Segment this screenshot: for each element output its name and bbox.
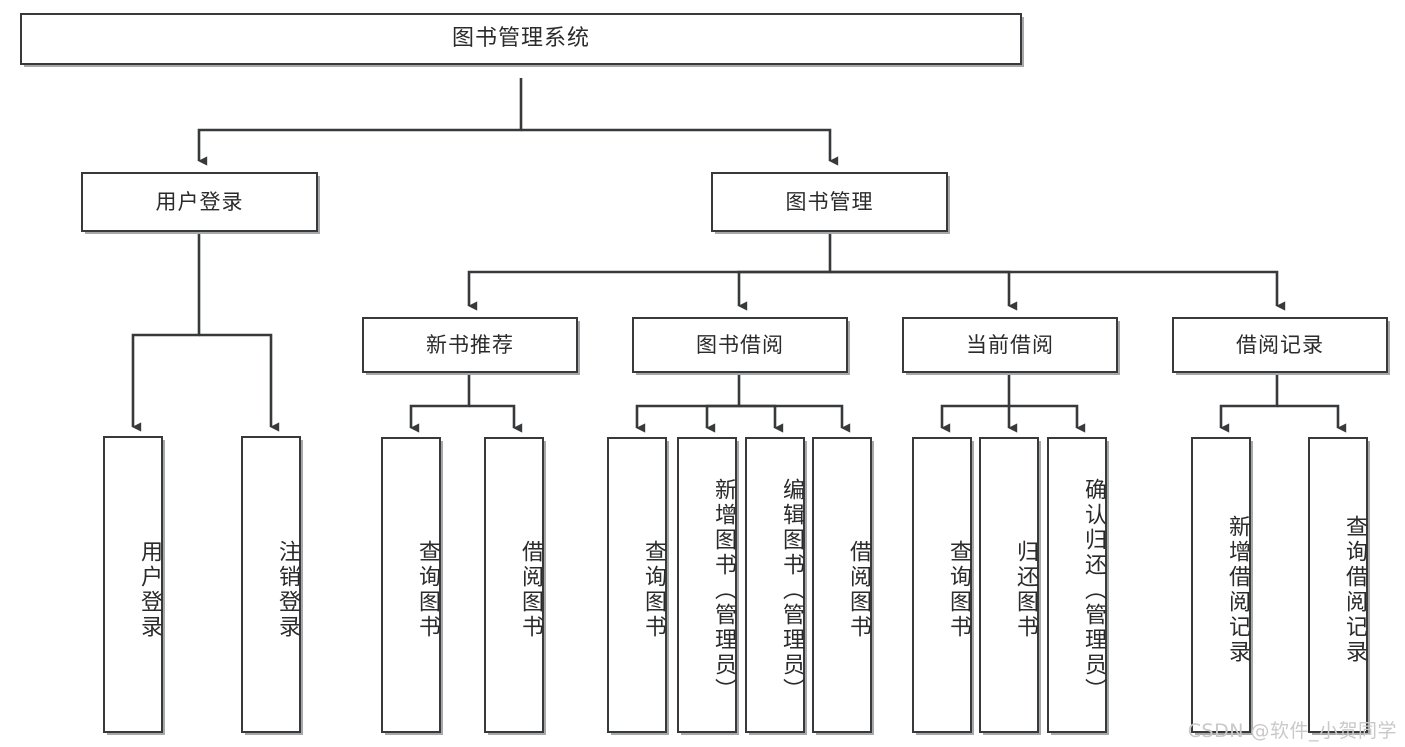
wire-borrow-to-leaf2 — [705, 404, 739, 433]
node-label: 查询借阅记录 — [1342, 515, 1367, 665]
node-label: 用户登录 — [155, 189, 244, 214]
node-label: 新书推荐 — [426, 332, 514, 357]
leaf-borrow-book-recommend[interactable]: 借阅图书 — [484, 437, 544, 733]
leaf-return-book[interactable]: 归还图书 — [979, 437, 1039, 733]
node-root-system[interactable]: 图书管理系统 — [20, 13, 1022, 65]
node-current-borrow[interactable]: 当前借阅 — [902, 317, 1118, 373]
node-new-book-recommend[interactable]: 新书推荐 — [362, 317, 578, 373]
node-label: 用户登录 — [137, 539, 162, 640]
leaf-user-login[interactable]: 用户登录 — [103, 436, 163, 733]
leaf-edit-book-admin[interactable]: 编辑图书（管理员） — [745, 437, 805, 733]
wire-newbook-to-leaf1 — [409, 375, 471, 433]
node-book-management[interactable]: 图书管理 — [711, 172, 948, 232]
wire-userlogin-to-leaf1 — [131, 234, 201, 432]
wire-borrow-to-leaf4 — [739, 404, 851, 433]
leaf-add-book-admin[interactable]: 新增图书（管理员） — [677, 437, 737, 733]
node-label: 查询图书 — [946, 540, 971, 640]
leaf-confirm-return-admin[interactable]: 确认归还（管理员） — [1047, 437, 1107, 733]
node-label: 借阅记录 — [1236, 332, 1324, 357]
node-borrow-record[interactable]: 借阅记录 — [1172, 317, 1388, 373]
csdn-watermark: CSDN @软件_小贺同学 — [1187, 720, 1397, 742]
node-label: 查询图书 — [641, 540, 666, 640]
wire-bookmgmt-to-new-book — [467, 234, 832, 311]
leaf-query-book-borrow[interactable]: 查询图书 — [607, 437, 667, 733]
node-label: 归还图书 — [1013, 540, 1038, 640]
node-label: 当前借阅 — [966, 332, 1054, 357]
node-label: 图书借阅 — [696, 332, 784, 357]
wire-bookmgmt-to-borrow — [737, 270, 830, 311]
leaf-query-book-recommend[interactable]: 查询图书 — [381, 437, 441, 733]
node-user-login[interactable]: 用户登录 — [81, 172, 318, 232]
wire-userlogin-to-leaf2 — [199, 333, 280, 432]
node-label: 编辑图书（管理员） — [779, 477, 804, 703]
wire-borrow-to-leaf1 — [635, 375, 741, 433]
wire-root-to-book-mgmt — [521, 128, 839, 166]
leaf-query-book-current[interactable]: 查询图书 — [912, 437, 972, 733]
node-label: 新增图书（管理员） — [711, 477, 736, 703]
node-label: 借阅图书 — [518, 540, 543, 640]
node-label: 图书管理系统 — [451, 26, 590, 52]
leaf-add-borrow-record[interactable]: 新增借阅记录 — [1191, 437, 1251, 733]
node-label: 图书管理 — [785, 189, 874, 214]
wire-root-to-user-login — [197, 78, 523, 166]
wire-bookmgmt-to-current — [830, 270, 1018, 311]
leaf-borrow-book[interactable]: 借阅图书 — [812, 437, 872, 733]
node-label: 确认归还（管理员） — [1081, 477, 1106, 703]
wire-bookmgmt-to-record — [830, 270, 1286, 311]
node-book-borrow[interactable]: 图书借阅 — [632, 317, 848, 373]
leaf-logout-login[interactable]: 注销登录 — [241, 436, 301, 733]
leaf-query-borrow-record[interactable]: 查询借阅记录 — [1308, 437, 1368, 733]
wire-borrow-to-leaf3 — [739, 404, 784, 433]
node-label: 借阅图书 — [846, 540, 871, 640]
wire-current-to-leaf3 — [1009, 404, 1086, 433]
node-label: 查询图书 — [415, 540, 440, 640]
wire-current-to-leaf1 — [940, 375, 1011, 433]
wire-record-to-leaf1 — [1219, 375, 1279, 433]
wire-newbook-to-leaf2 — [469, 404, 523, 433]
wire-record-to-leaf2 — [1277, 404, 1347, 433]
node-label: 注销登录 — [275, 539, 300, 640]
node-label: 新增借阅记录 — [1225, 515, 1250, 665]
